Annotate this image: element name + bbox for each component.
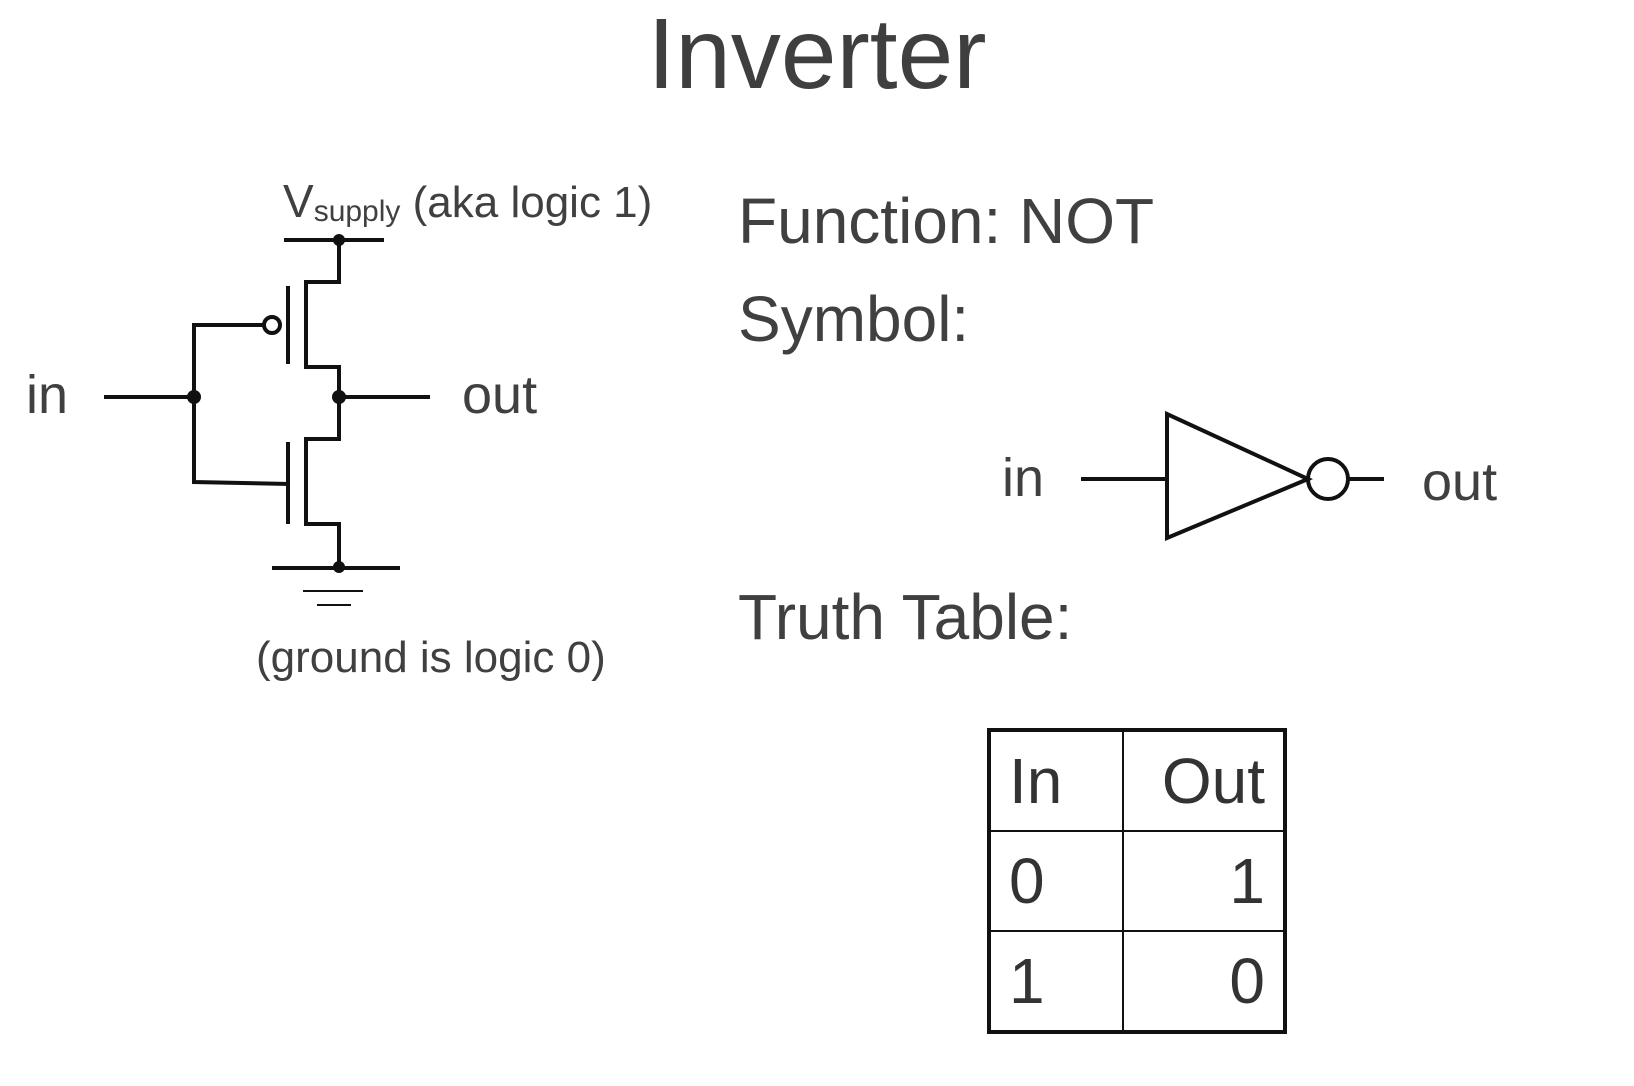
pmos-source-drain bbox=[304, 238, 341, 399]
truth-table-cell-out: 0 bbox=[1122, 930, 1286, 1033]
schematic-output-label: out bbox=[462, 365, 538, 425]
supply-subscript: supply bbox=[313, 195, 401, 228]
truth-table-cell-out: 1 bbox=[1122, 830, 1286, 932]
function-heading: Function: NOT bbox=[738, 185, 1155, 257]
symbol-input-label: in bbox=[1002, 448, 1045, 508]
nmos-gate-wire bbox=[192, 395, 291, 487]
truth-table-cell-in: 0 bbox=[987, 830, 1125, 932]
gate-inversion-bubble bbox=[1306, 457, 1350, 501]
ground-node bbox=[333, 561, 345, 573]
pmos-gate-bubble bbox=[262, 315, 282, 335]
symbol-output-label: out bbox=[1422, 452, 1498, 512]
symbol-heading: Symbol: bbox=[738, 283, 970, 355]
table-row: 0 1 bbox=[987, 830, 1286, 932]
truth-table-header-row: In Out bbox=[987, 729, 1286, 832]
ground-label: (ground is logic 0) bbox=[256, 633, 606, 682]
gate-triangle bbox=[1165, 410, 1313, 542]
cmos-schematic bbox=[104, 234, 430, 606]
truth-table-heading: Truth Table: bbox=[738, 581, 1073, 653]
truth-table: In Out 0 1 1 0 bbox=[987, 728, 1287, 1034]
schematic-input-label: in bbox=[26, 365, 69, 425]
nmos-source-drain bbox=[304, 395, 341, 569]
truth-table-cell-in: 1 bbox=[987, 930, 1125, 1033]
truth-table-header-out: Out bbox=[1122, 729, 1286, 832]
table-row: 1 0 bbox=[987, 930, 1286, 1033]
truth-table-header-in: In bbox=[987, 729, 1125, 832]
supply-label: Vsupply (aka logic 1) bbox=[283, 173, 652, 236]
pmos-gate-wire bbox=[192, 323, 266, 399]
supply-voltage-symbol: V bbox=[283, 175, 314, 227]
not-gate-symbol bbox=[1081, 410, 1384, 542]
page-title: Inverter bbox=[647, 0, 987, 110]
supply-note: (aka logic 1) bbox=[400, 178, 653, 227]
